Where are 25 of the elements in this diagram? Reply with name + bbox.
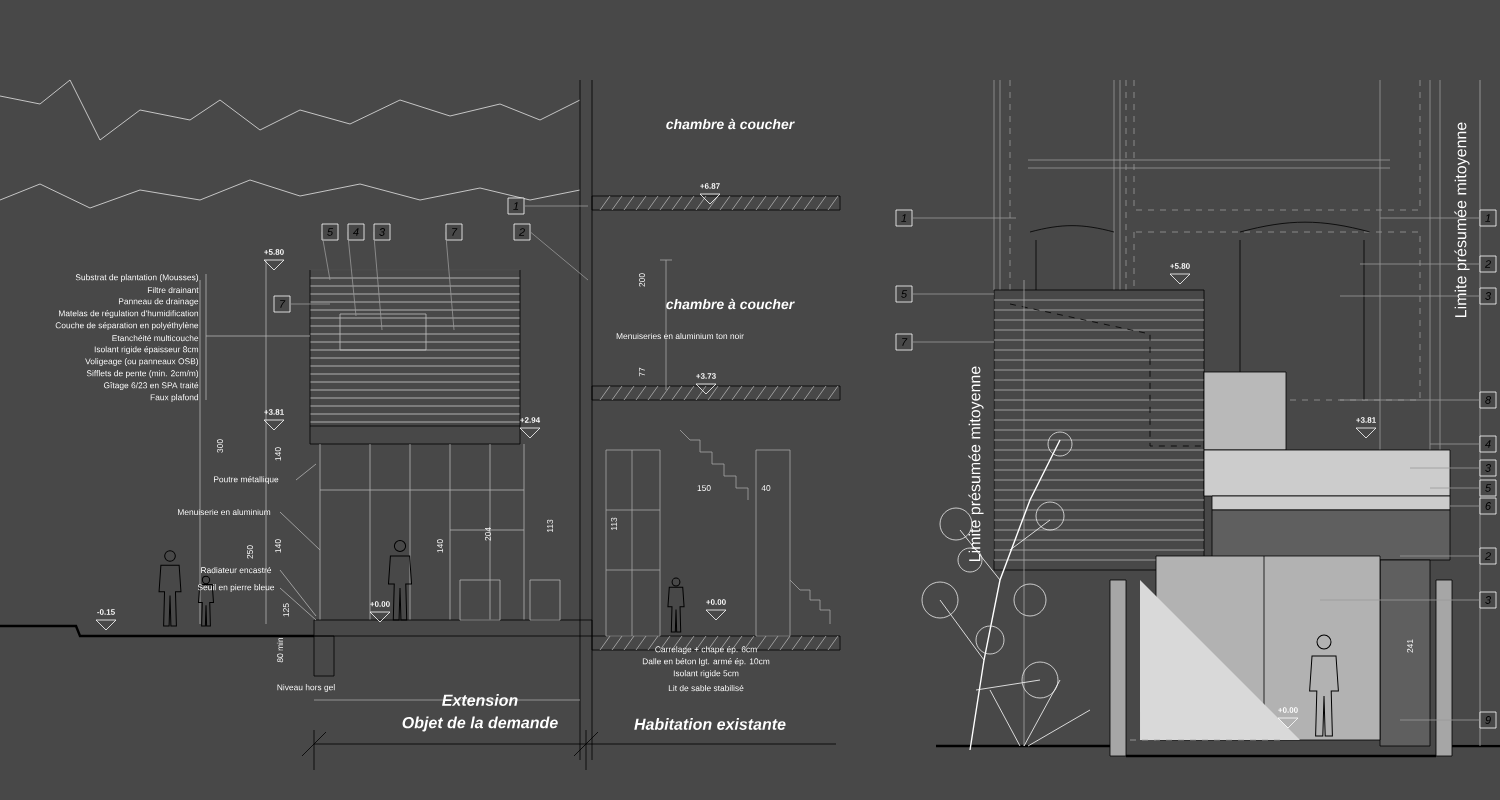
leader-line	[524, 205, 589, 207]
boundary-label: Limite présumée mitoyenne	[1454, 122, 1470, 317]
leader-line	[1399, 555, 1480, 557]
leader-line	[912, 293, 995, 295]
leader-line	[1339, 399, 1480, 401]
zone-label: Habitation existante	[634, 718, 786, 730]
leader-line	[1449, 505, 1480, 507]
leader-line	[1399, 719, 1480, 721]
leader-line	[1429, 487, 1480, 489]
leader-line	[530, 231, 589, 281]
leader-line	[347, 231, 357, 317]
boundary-label: Limite présumée mitoyenne	[968, 366, 984, 561]
leader-line	[912, 341, 995, 343]
leader-line	[1429, 443, 1480, 445]
leader-line	[1379, 217, 1480, 219]
leader-line	[1339, 295, 1480, 297]
leader-line	[912, 217, 1017, 219]
leader-line	[1359, 263, 1480, 265]
leader-line	[290, 303, 331, 305]
leader-line	[373, 231, 383, 331]
zone-label: Objet de la demande	[402, 716, 558, 732]
leader-line	[321, 231, 331, 281]
zone-label: Extension	[442, 694, 518, 706]
leader-line	[1409, 467, 1480, 469]
leader-line	[445, 231, 455, 331]
